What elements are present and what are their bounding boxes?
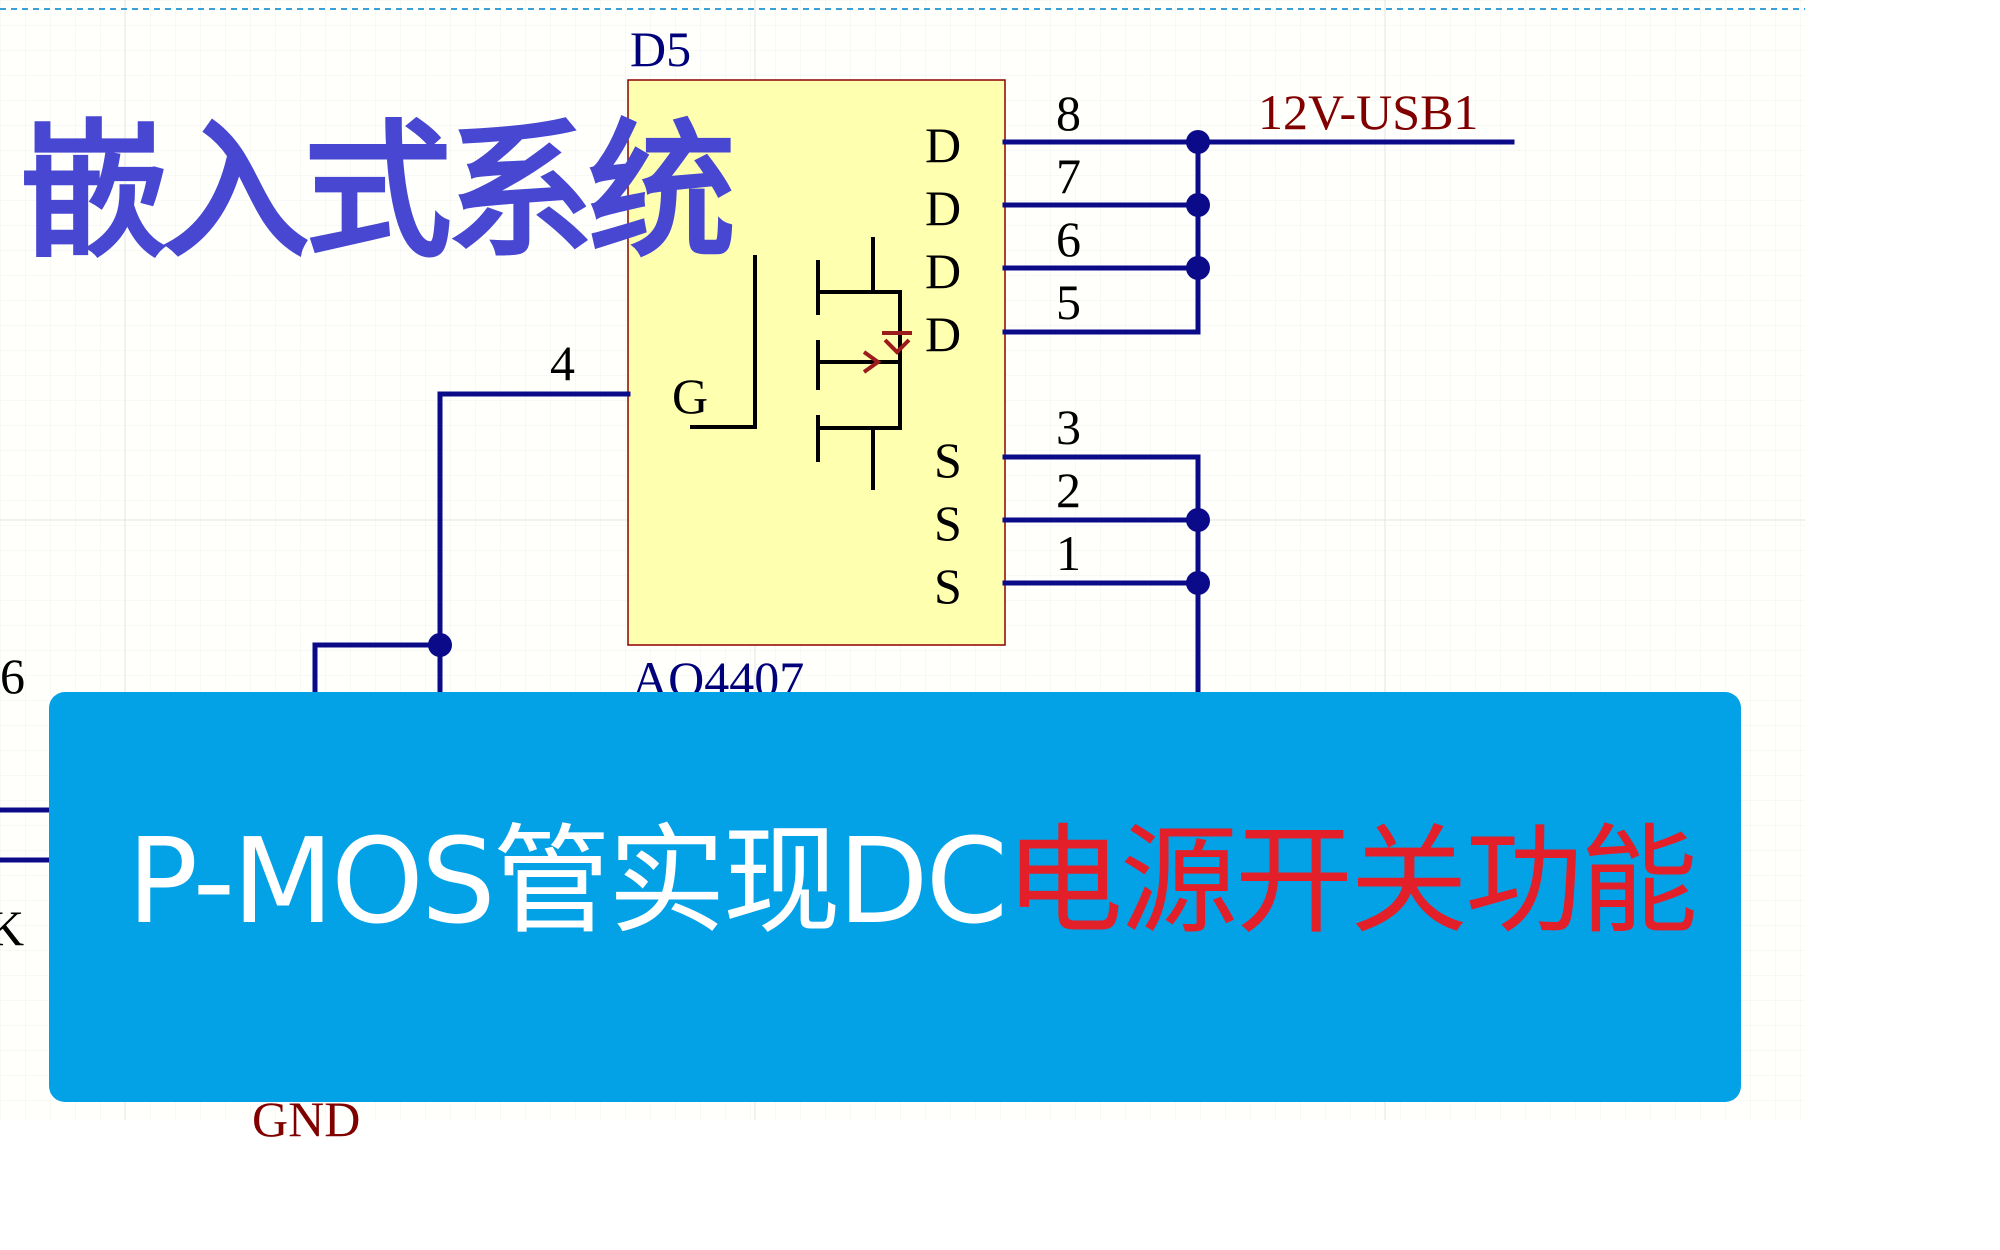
banner-title-red: 电源开关功能 [1005,812,1698,950]
gate-pin-label: G [672,368,708,424]
drain-pin-label: D [925,180,961,236]
source-pin-number: 3 [1056,399,1081,455]
drain-pin-label: D [925,243,961,299]
drain-pin-number: 5 [1056,274,1081,330]
mosfet-arrow [862,331,912,374]
source-pin-number: 2 [1056,462,1081,518]
component-designator: D5 [630,21,691,77]
source-pin-number: 1 [1056,525,1081,581]
source-pin-label: S [934,495,962,551]
drain-pin-number: 6 [1056,211,1081,267]
overlay-title: 嵌入式系统 [20,106,736,278]
gate-pin-number: 4 [550,335,575,391]
mosfet-symbol [690,237,902,490]
wire-junctions [428,130,1210,657]
source-pin-label: S [934,432,962,488]
title-banner: P-MOS管实现DC电源开关功能 [49,692,1741,1102]
banner-title: P-MOS管实现DC电源开关功能 [127,811,1698,953]
partial-label: K [0,900,24,956]
drain-pin-number: 7 [1056,148,1081,204]
net-label[interactable]: 12V-USB1 [1258,84,1478,140]
source-pin-label: S [934,558,962,614]
partial-pin-number: 6 [0,648,25,704]
banner-title-white: P-MOS管实现DC [127,812,1008,950]
drain-pin-number: 8 [1056,85,1081,141]
drain-pin-label: D [925,306,961,362]
drain-pin-label: D [925,117,961,173]
wires [0,139,1515,863]
